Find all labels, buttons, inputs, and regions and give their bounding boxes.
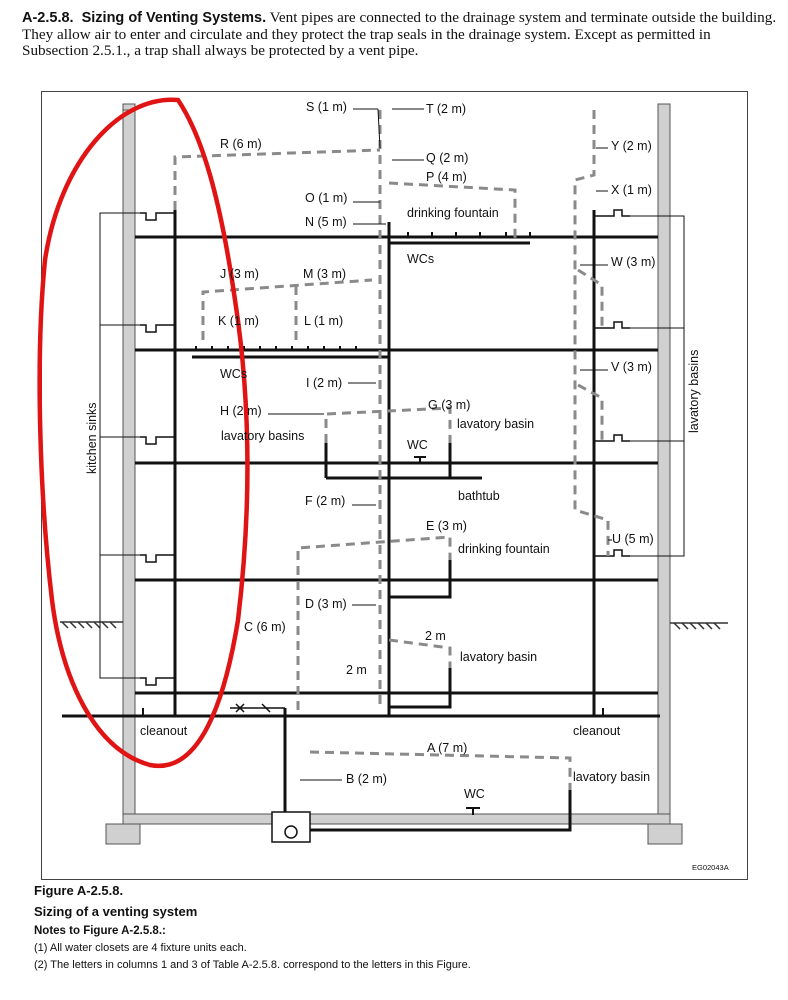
label-K: K (1 m)	[218, 314, 259, 328]
lavatory-basin-traps	[594, 209, 630, 557]
label-G: G (3 m)	[428, 398, 470, 412]
label-lavatory-basin-low: lavatory basin	[460, 650, 537, 664]
grade-right	[670, 622, 728, 630]
left-wall	[122, 103, 136, 845]
left-footing	[105, 823, 141, 845]
label-F: F (2 m)	[305, 494, 345, 508]
fountain-e-drain	[389, 560, 452, 599]
right-footing	[647, 823, 683, 845]
label-lavatory-basin-g: lavatory basin	[457, 417, 534, 431]
vent-PQ	[388, 181, 517, 243]
label-P: P (4 m)	[426, 170, 467, 184]
figure-title: Sizing of a venting system	[34, 904, 198, 919]
vent-JM	[201, 278, 373, 340]
label-N: N (5 m)	[305, 215, 347, 229]
floor-lines	[135, 235, 658, 695]
label-B: B (2 m)	[346, 772, 387, 786]
vent-G	[324, 406, 452, 443]
label-wc-bottom: WC	[464, 787, 485, 801]
label-E: E (3 m)	[426, 519, 467, 533]
kitchen-sinks-bracket	[99, 212, 140, 679]
label-Q: Q (2 m)	[426, 151, 468, 165]
label-wcs-top: WCs	[407, 252, 434, 266]
label-W: W (3 m)	[611, 255, 655, 269]
label-M: M (3 m)	[303, 267, 346, 281]
notes-heading: Notes to Figure A-2.5.8.:	[34, 925, 166, 937]
label-figure-code: EG02043A	[692, 863, 729, 872]
label-V: V (3 m)	[611, 360, 652, 374]
vent-D	[388, 638, 452, 668]
label-wcs-left: WCs	[220, 367, 247, 381]
label-cleanout-right: cleanout	[573, 724, 621, 738]
label-J: J (3 m)	[220, 267, 259, 281]
red-annotation-loop	[37, 97, 250, 769]
label-wc-mid: WC	[407, 438, 428, 452]
lavatory-basins-bracket	[630, 215, 685, 557]
drainage-pipes	[62, 210, 660, 832]
basement-drain	[310, 790, 572, 832]
note-1: (1) All water closets are 4 fixture unit…	[34, 942, 247, 954]
foundation-slab	[122, 813, 671, 825]
note-2: (2) The letters in columns 1 and 3 of Ta…	[34, 959, 471, 971]
label-A: A (7 m)	[427, 741, 467, 755]
backwater-valve	[230, 703, 285, 713]
label-drinking-fountain-e: drinking fountain	[458, 542, 550, 556]
leader-lines	[268, 108, 612, 781]
right-wall	[657, 103, 671, 845]
label-X: X (1 m)	[611, 183, 652, 197]
section-heading: Sizing of Venting Systems.	[81, 10, 267, 26]
label-C: C (6 m)	[244, 620, 286, 634]
label-U: U (5 m)	[612, 532, 654, 546]
vent-V	[577, 383, 604, 441]
label-lavatory-basins-left: lavatory basins	[221, 429, 304, 443]
label-R: R (6 m)	[220, 137, 262, 151]
label-S: S (1 m)	[306, 100, 347, 114]
label-T: T (2 m)	[426, 102, 466, 116]
section-text: Vent pipes are connected to the drainage…	[22, 9, 777, 59]
label-2m-lower: 2 m	[346, 663, 367, 677]
label-bathtub: bathtub	[458, 489, 500, 503]
label-I: I (2 m)	[306, 376, 342, 390]
label-lavatory-basin-bottom: lavatory basin	[573, 770, 650, 784]
label-O: O (1 m)	[305, 191, 347, 205]
vent-A	[309, 750, 572, 790]
label-L: L (1 m)	[304, 314, 343, 328]
vent-pipes	[173, 110, 610, 790]
lav-low-drain	[389, 668, 452, 709]
intro-paragraph: A-2.5.8. Sizing of Venting Systems. Vent …	[22, 9, 778, 60]
sewer-box	[271, 811, 311, 843]
kitchen-sink-traps	[140, 212, 175, 686]
label-lavatory-basins-right: lavatory basins	[687, 350, 701, 433]
label-drinking-fountain-top: drinking fountain	[407, 206, 499, 220]
label-Y: Y (2 m)	[611, 139, 652, 153]
vent-R	[173, 148, 381, 210]
label-cleanout-left: cleanout	[140, 724, 188, 738]
label-H: H (2 m)	[220, 404, 262, 418]
wc-fittings	[142, 232, 604, 815]
label-2m-upper: 2 m	[425, 629, 446, 643]
figure-number: Figure A-2.5.8.	[34, 883, 124, 898]
building-structure	[105, 103, 683, 845]
label-D: D (3 m)	[305, 597, 347, 611]
vent-E	[296, 535, 452, 710]
vent-Y	[573, 110, 610, 556]
grade-left	[60, 621, 123, 629]
vent-W	[577, 268, 604, 328]
label-kitchen-sinks: kitchen sinks	[85, 402, 99, 474]
section-number: A-2.5.8.	[22, 10, 74, 26]
